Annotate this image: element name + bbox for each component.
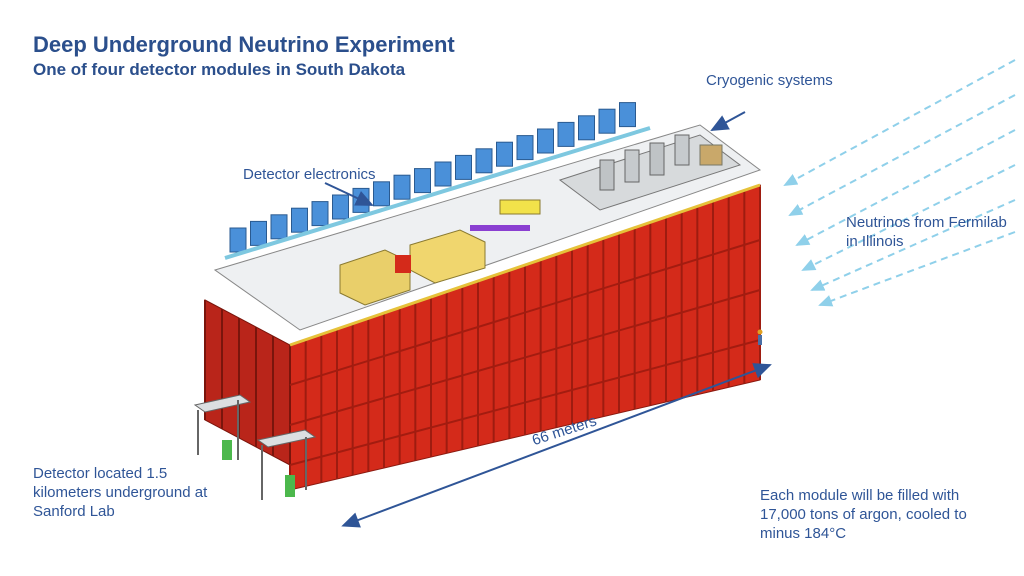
- detector-end-ribs: [204, 300, 291, 465]
- electronics-rack: [537, 128, 554, 154]
- electronics-rack: [578, 115, 595, 141]
- electronics-rack: [332, 194, 349, 220]
- neutrino-beam-line: [795, 129, 1016, 246]
- page-title: Deep Underground Neutrino Experiment: [33, 32, 455, 57]
- person-figure: [757, 329, 763, 345]
- page-subtitle: One of four detector modules in South Da…: [33, 60, 406, 79]
- location-label: Detector located 1.5 kilometers undergro…: [33, 465, 208, 520]
- electronics-rack: [250, 220, 267, 246]
- cryogenic-arrow: [710, 111, 746, 131]
- electronics-rack: [270, 214, 288, 240]
- electronics-arrow: [324, 182, 374, 206]
- neutrino-source-label: Neutrinos from Fermilab in Illinois: [846, 214, 1007, 250]
- detector-electronics-label: Detector electronics: [243, 166, 376, 183]
- frame-beam: [289, 239, 761, 386]
- cable-tray: [224, 126, 651, 260]
- support-tower: [193, 394, 252, 460]
- neutrino-beam-line: [801, 164, 1016, 271]
- electronics-rack: [393, 174, 411, 200]
- electronics-rack: [598, 108, 616, 134]
- neutrino-beam-line: [783, 59, 1016, 186]
- electronics-rack: [434, 161, 452, 187]
- length-dimension-arrow: [341, 363, 772, 528]
- electronics-rack: [311, 201, 329, 227]
- electronics-rack: [619, 102, 636, 128]
- neutrino-beam-line: [810, 199, 1016, 291]
- neutrino-beam-line: [788, 94, 1016, 216]
- electronics-rack: [516, 135, 534, 161]
- electronics-rack: [373, 181, 390, 207]
- cryogenic-systems-label: Cryogenic systems: [706, 72, 833, 89]
- support-tower: [256, 429, 317, 500]
- electronics-rack: [475, 148, 493, 174]
- electronics-rack: [557, 121, 575, 147]
- electronics-rack: [455, 154, 472, 180]
- electronics-rack: [229, 227, 247, 253]
- red-panel: [395, 255, 411, 273]
- frame-beam: [289, 183, 761, 347]
- electronics-rack: [414, 168, 431, 194]
- module-fill-label: Each module will be filled with 17,000 t…: [760, 487, 967, 542]
- electronics-rack: [496, 141, 513, 167]
- electronics-rack: [291, 207, 308, 233]
- control-building: [339, 249, 411, 306]
- cryogenic-plant: [470, 134, 742, 231]
- neutrino-beam-lines: [783, 59, 1016, 307]
- neutrino-beam-line: [818, 231, 1016, 307]
